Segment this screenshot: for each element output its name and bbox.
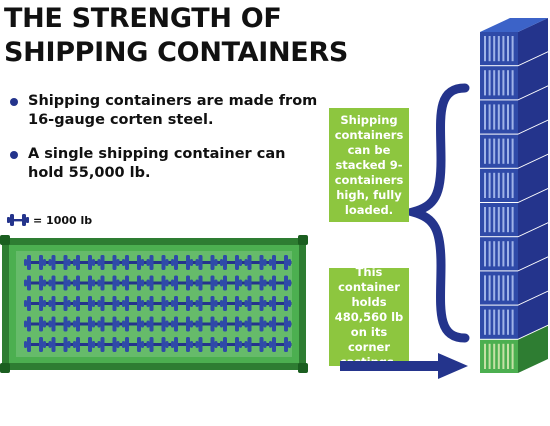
- stacked-container: [480, 52, 548, 100]
- dumbbell-icon: [146, 316, 169, 332]
- legend-label: = 1000 lb: [33, 213, 93, 227]
- corner-casting: [0, 363, 10, 373]
- callout-bottom: This container holds 480,560 lb on its c…: [329, 265, 409, 369]
- dumbbell-icon: [171, 337, 193, 352]
- stack-top-face: [480, 18, 548, 32]
- dumbbell-icon: [220, 296, 242, 311]
- dumbbell-icon: [195, 296, 218, 311]
- dumbbell-icon: [171, 316, 193, 332]
- stacked-container: [480, 223, 548, 271]
- dumbbell-icon: [195, 275, 218, 291]
- dumbbell-icon: [146, 255, 169, 270]
- dumbbell-icon: [220, 316, 242, 332]
- dumbbell-icon: [97, 337, 120, 352]
- brace-icon: [405, 83, 470, 343]
- dumbbell-icon: [48, 316, 71, 332]
- dumbbell-icon: [269, 316, 291, 332]
- dumbbell-icon: [269, 275, 291, 291]
- dumbbell-icon: [24, 316, 46, 332]
- stacked-container: [480, 291, 548, 339]
- dumbbell-icon: [220, 337, 242, 352]
- arrow-right-icon: [340, 353, 468, 379]
- dumbbell-icon: [73, 275, 95, 291]
- dumbbell-icon: [122, 316, 144, 332]
- bullet-dot-icon: [10, 98, 18, 106]
- dumbbell-icon: [122, 296, 144, 311]
- callout-stacked: Shipping containers can be stacked 9-con…: [329, 108, 409, 222]
- dumbbell-icon: [269, 337, 291, 352]
- stacked-container: [480, 120, 548, 168]
- dumbbell-icon: [220, 275, 242, 291]
- dumbbell-icon: [24, 337, 46, 352]
- dumbbell-icon: [24, 275, 46, 291]
- dumbbell-icon: [171, 275, 193, 291]
- fact-text: Shipping containers are made from 16-gau…: [28, 93, 318, 128]
- dumbbell-icon: [244, 337, 267, 352]
- dumbbell-icon: [48, 275, 71, 291]
- dumbbell-icon: [122, 275, 144, 291]
- stacked-container: [480, 189, 548, 237]
- dumbbell-icon: [73, 255, 95, 270]
- dumbbell-icon: [97, 275, 120, 291]
- stacked-container: [480, 86, 548, 134]
- corner-casting: [0, 235, 10, 245]
- container-top-view: [0, 235, 308, 373]
- fact-item: Shipping containers are made from 16-gau…: [8, 92, 318, 130]
- dumbbell-icon: [48, 255, 71, 270]
- dumbbell-icon: [48, 337, 71, 352]
- bottom-container: [480, 325, 548, 373]
- dumbbell-icon: [24, 296, 46, 311]
- dumbbell-icon: [97, 255, 120, 270]
- fact-list: Shipping containers are made from 16-gau…: [8, 92, 318, 198]
- dumbbell-icon: [97, 296, 120, 311]
- dumbbell-icon: [195, 316, 218, 332]
- dumbbell-icon: [220, 255, 242, 270]
- dumbbell-icon: [269, 255, 291, 270]
- dumbbell-icon: [195, 255, 218, 270]
- dumbbell-icon: [97, 316, 120, 332]
- dumbbell-icon: [171, 255, 193, 270]
- dumbbell-icon: [122, 337, 144, 352]
- stacked-container: [480, 257, 548, 305]
- weight-row-bar: [24, 343, 292, 346]
- weight-row-bar: [24, 302, 292, 305]
- dumbbell-icon: [195, 337, 218, 352]
- fact-item: A single shipping container can hold 55,…: [8, 145, 318, 183]
- dumbbell-icon: [269, 296, 291, 311]
- dumbbell-icon: [171, 296, 193, 311]
- dumbbell-icon: [122, 255, 144, 270]
- dumbbell-icon: [244, 255, 267, 270]
- weights-grid: [24, 255, 292, 352]
- weight-row-bar: [24, 322, 292, 326]
- dumbbell-icon: [146, 296, 169, 311]
- weight-row-bar: [24, 261, 292, 264]
- fact-text: A single shipping container can hold 55,…: [28, 146, 286, 181]
- weight-row-bar: [24, 281, 292, 285]
- page-title: THE STRENGTH OF SHIPPING CONTAINERS: [4, 3, 349, 68]
- dumbbell-icon: [146, 337, 169, 352]
- corner-casting: [298, 235, 308, 245]
- dumbbell-icon: [244, 275, 267, 291]
- dumbbell-icon: [73, 296, 95, 311]
- dumbbell-icon: [73, 316, 95, 332]
- stacked-container: [480, 154, 548, 202]
- weight-legend: = 1000 lb: [7, 211, 92, 229]
- stacked-container: [480, 18, 548, 66]
- dumbbell-icon: [48, 296, 71, 311]
- dumbbell-icon: [146, 275, 169, 291]
- container-stack: [480, 18, 548, 373]
- dumbbell-icon: [7, 214, 29, 226]
- dumbbell-icon: [24, 255, 46, 270]
- dumbbell-icon: [244, 296, 267, 311]
- dumbbell-icon: [244, 316, 267, 332]
- corner-casting: [298, 363, 308, 373]
- bullet-dot-icon: [10, 151, 18, 159]
- dumbbell-icon: [73, 337, 95, 352]
